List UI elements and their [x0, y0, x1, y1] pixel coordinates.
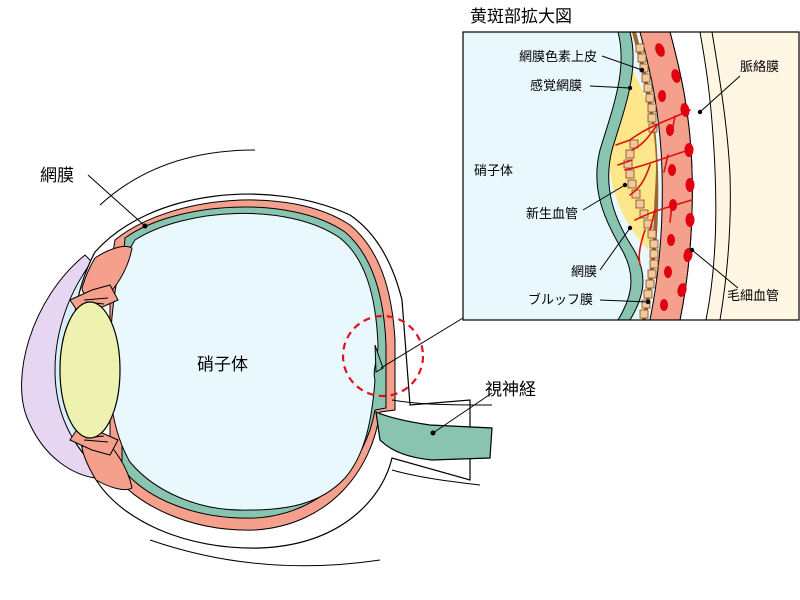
- leader-retina: [87, 174, 146, 227]
- leader-dot-inset-retina: [627, 225, 633, 231]
- lower-eyelid-line: [149, 539, 381, 567]
- leader-dot-photoreceptor: [627, 85, 633, 91]
- label-vitreous: 硝子体: [197, 355, 248, 375]
- inset-sclera: [700, 32, 799, 320]
- leader-rpe: [601, 55, 643, 71]
- macula-inset: [462, 31, 800, 321]
- label-retina: 網膜: [40, 166, 74, 186]
- optic-disc: [374, 344, 384, 373]
- leader-choroid: [699, 75, 741, 113]
- inset-capillaries: [655, 43, 695, 311]
- leader-dot-optic-nerve: [430, 430, 436, 436]
- label-bruch: ブルッフ膜: [528, 292, 593, 308]
- leader-dot-bruch: [645, 299, 651, 305]
- label-inset-vitreous: 硝子体: [474, 164, 513, 179]
- leader-dot-choroid: [697, 109, 703, 115]
- label-capillary: 毛細血管: [727, 289, 779, 304]
- leader-dot-retina: [142, 223, 148, 229]
- eye-labels: 網膜 硝子体 視神経: [40, 166, 536, 436]
- optic-nerve: [375, 411, 493, 461]
- leader-bruch: [599, 299, 649, 303]
- inset-connector-line: [380, 317, 464, 369]
- leader-dot-rpe: [639, 67, 645, 73]
- leader-capillary: [691, 249, 739, 289]
- leader-dot-neovessel: [622, 182, 628, 188]
- inset-rpe-cells: [623, 43, 659, 319]
- upper-eyelid-line: [99, 149, 256, 206]
- eyeball: [21, 149, 493, 567]
- leader-inset-retina: [599, 227, 631, 271]
- label-photoreceptor: 感覚網膜: [530, 78, 582, 94]
- leader-photoreceptor: [589, 85, 631, 89]
- leader-dot-capillary: [689, 247, 695, 253]
- label-inset-retina: 網膜: [571, 265, 597, 280]
- label-neovessel: 新生血管: [526, 206, 578, 222]
- optic-nerve-sheath-bottom: [391, 469, 481, 486]
- leader-neovessel: [582, 184, 626, 211]
- label-rpe: 網膜色素上皮: [519, 49, 597, 65]
- inset-retina: [596, 32, 644, 320]
- inset-sclera-line: [711, 32, 731, 320]
- label-choroid: 脈絡膜: [740, 59, 779, 75]
- leader-optic-nerve: [432, 392, 493, 434]
- inset-border: [462, 31, 800, 321]
- inset-labels: 網膜色素上皮 感覚網膜 脈絡膜 硝子体 新生血管 網膜 ブルッフ膜 毛細血管: [474, 49, 779, 308]
- crystalline-lens: [59, 301, 121, 439]
- optic-nerve-sheath-top: [391, 399, 493, 406]
- macula-highlight-circle: [341, 314, 425, 398]
- inset-title: 黄斑部拡大図: [470, 7, 572, 27]
- label-optic-nerve: 視神経: [485, 380, 536, 400]
